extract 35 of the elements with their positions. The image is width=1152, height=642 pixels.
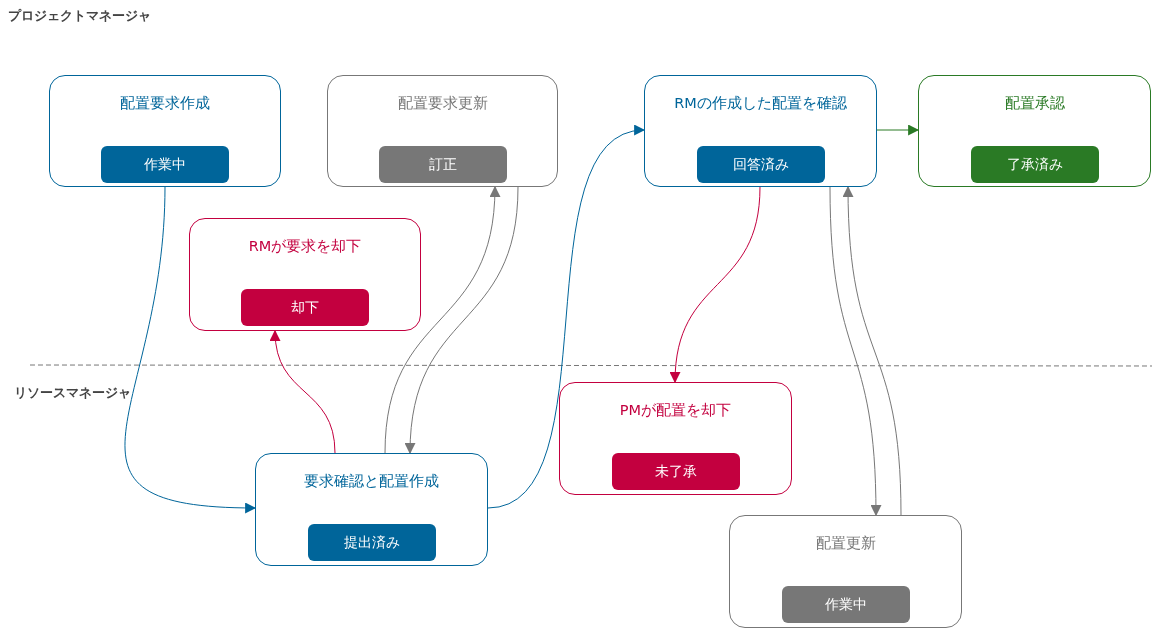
state-card	[644, 75, 877, 187]
arrow	[670, 186, 761, 384]
state-title: 配置要求更新	[396, 94, 489, 113]
status-badge: 訂正	[378, 146, 507, 183]
arrow	[829, 186, 882, 517]
state-card	[918, 75, 1151, 187]
state-card	[327, 75, 558, 187]
state-title: 配置要求作成	[119, 94, 211, 113]
state-card	[189, 218, 421, 331]
state-title: 配置承認	[1003, 94, 1066, 113]
arrow	[876, 124, 920, 136]
arrow	[842, 185, 902, 516]
status-badge: 未了承	[611, 453, 740, 490]
status-badge: 却下	[241, 289, 369, 326]
arrow	[270, 329, 336, 454]
lane-label: プロジェクトマネージャ	[8, 8, 151, 25]
state-title: RMが要求を却下	[247, 237, 363, 256]
arrow	[384, 185, 500, 454]
status-badge: 回答済み	[696, 146, 825, 183]
state-card	[729, 515, 962, 628]
state-card	[559, 382, 792, 495]
arrow	[405, 186, 519, 455]
status-badge: 作業中	[781, 586, 910, 623]
state-card	[255, 453, 488, 566]
arrow	[487, 127, 646, 509]
status-badge: 作業中	[101, 146, 229, 183]
status-badge: 提出済み	[307, 524, 436, 561]
status-badge: 了承済み	[970, 146, 1099, 183]
state-title: 配置更新	[814, 534, 877, 553]
state-title: RMの作成した配置を確認	[673, 94, 848, 113]
state-card	[49, 75, 281, 187]
state-title: 要求確認と配置作成	[303, 472, 440, 491]
arrow	[125, 186, 257, 514]
state-title: PMが配置を却下	[618, 401, 733, 420]
lane-label: リソースマネージャ	[14, 385, 131, 402]
